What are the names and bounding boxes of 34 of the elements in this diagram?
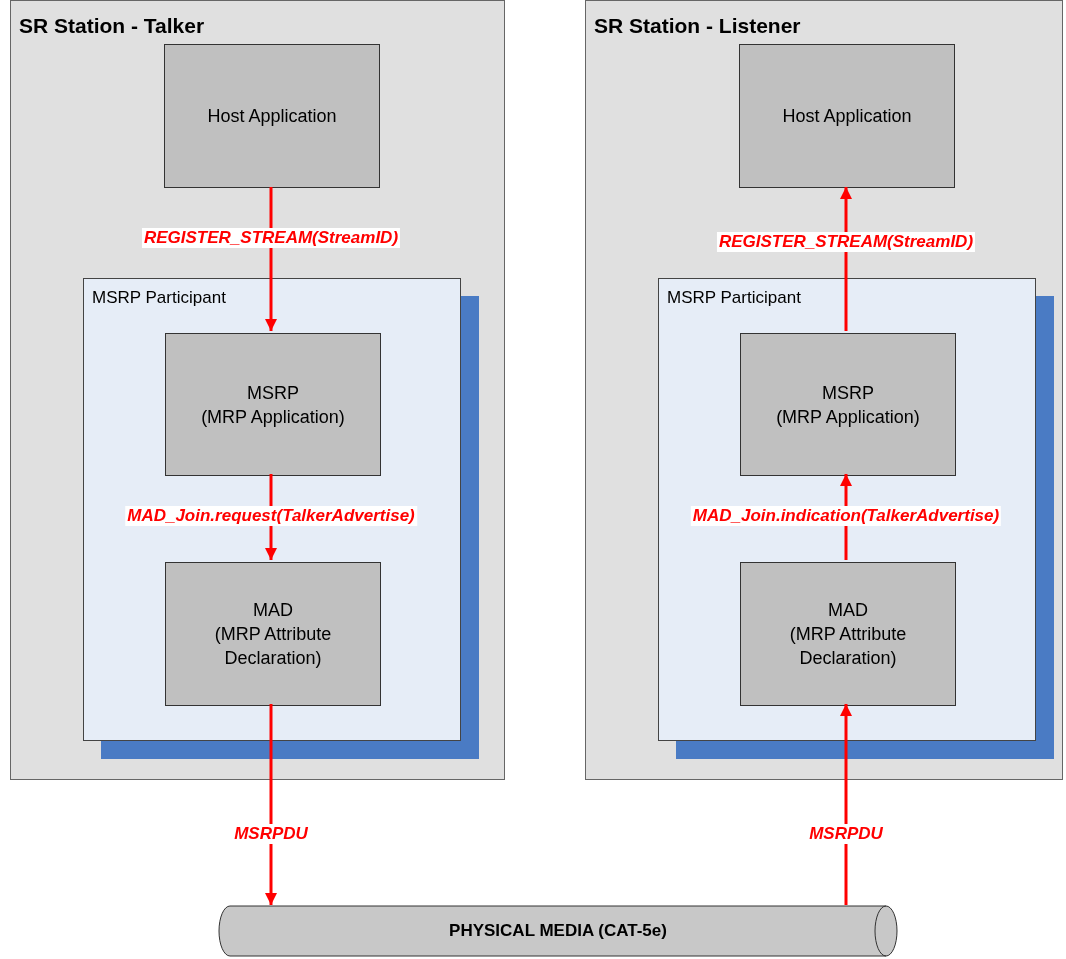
box-text: (MRP Application) <box>201 405 345 429</box>
box-text: Host Application <box>782 105 912 128</box>
media-cylinder <box>218 905 898 957</box>
edge-label: MAD_Join.request(TalkerAdvertise) <box>125 506 417 526</box>
edge-label: MSRPDU <box>232 824 310 844</box>
box-text: Host Application <box>207 105 337 128</box>
participant-label: MSRP Participant <box>667 289 801 306</box>
station-panel <box>585 0 1063 780</box>
station-panel <box>10 0 505 780</box>
process-box <box>165 562 381 706</box>
edge-label: MAD_Join.indication(TalkerAdvertise) <box>690 506 1002 526</box>
station-heading: SR Station - Listener <box>594 15 801 36</box>
arrow <box>840 187 852 331</box>
edge-label: REGISTER_STREAM(StreamID) <box>716 232 976 252</box>
edge-label: MSRPDU <box>807 824 885 844</box>
edge-label: REGISTER_STREAM(StreamID) <box>141 228 401 248</box>
box-text: MSRP <box>247 381 299 405</box>
box-text: MAD <box>828 599 868 622</box>
box-text: (MRP Attribute Declaration) <box>213 623 333 670</box>
box-text: MAD <box>253 599 293 622</box>
process-box <box>165 333 381 476</box>
arrow <box>265 704 277 905</box>
box-text: MSRP <box>822 381 874 405</box>
participant-label: MSRP Participant <box>92 289 226 306</box>
box-text: (MRP Application) <box>776 405 920 429</box>
box-text: (MRP Attribute Declaration) <box>788 623 908 670</box>
process-box <box>164 44 380 188</box>
arrow <box>840 704 852 905</box>
station-heading: SR Station - Talker <box>19 15 205 36</box>
arrow <box>265 187 277 331</box>
process-box <box>739 44 955 188</box>
process-box <box>740 333 956 476</box>
media-label: PHYSICAL MEDIA (CAT-5e) <box>449 920 667 943</box>
process-box <box>740 562 956 706</box>
